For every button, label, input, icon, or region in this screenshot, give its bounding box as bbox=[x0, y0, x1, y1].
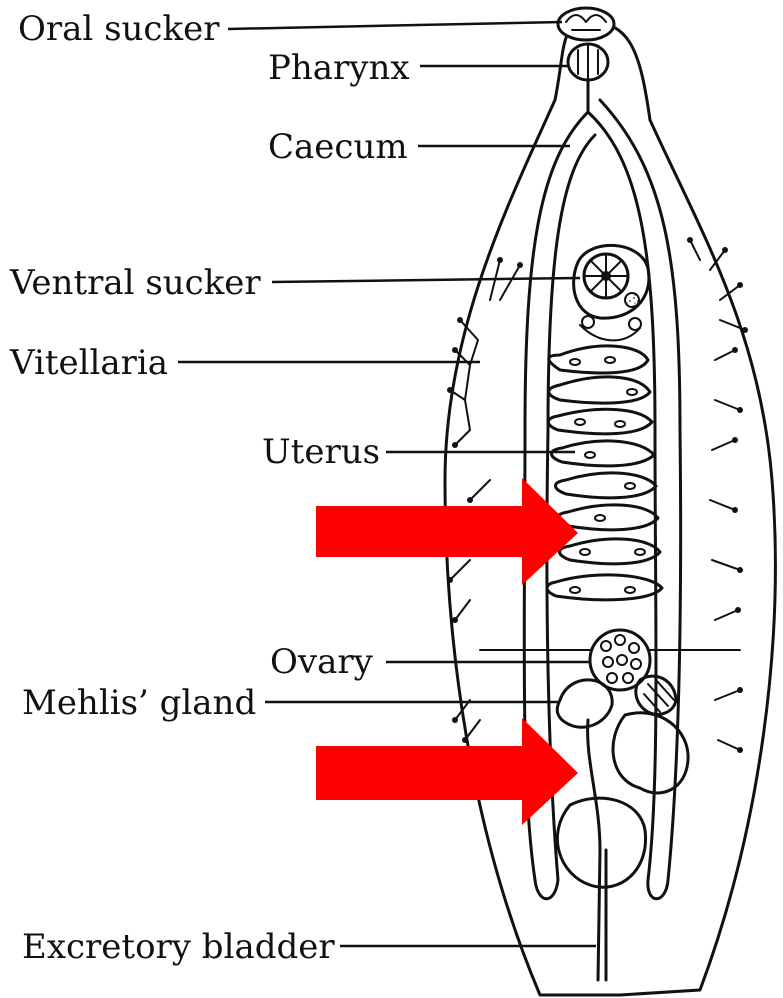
ventral-sucker-shape bbox=[574, 245, 649, 340]
label-pharynx: Pharynx bbox=[268, 48, 410, 88]
label-ovary: Ovary bbox=[270, 642, 374, 682]
pharynx-shape bbox=[568, 44, 608, 80]
label-oral-sucker: Oral sucker bbox=[18, 9, 220, 49]
label-caecum: Caecum bbox=[268, 127, 408, 167]
red-arrow-lower bbox=[316, 718, 578, 825]
excretory-bladder-shape bbox=[588, 720, 606, 980]
label-uterus: Uterus bbox=[262, 432, 380, 472]
label-ventral-sucker: Ventral sucker bbox=[9, 263, 261, 303]
uterus-shape bbox=[547, 346, 662, 600]
label-excretory-bladder: Excretory bladder bbox=[22, 927, 335, 967]
oral-sucker-shape bbox=[558, 8, 614, 40]
label-vitellaria: Vitellaria bbox=[9, 343, 168, 383]
label-mehlis-gland: Mehlis’ gland bbox=[22, 683, 256, 723]
